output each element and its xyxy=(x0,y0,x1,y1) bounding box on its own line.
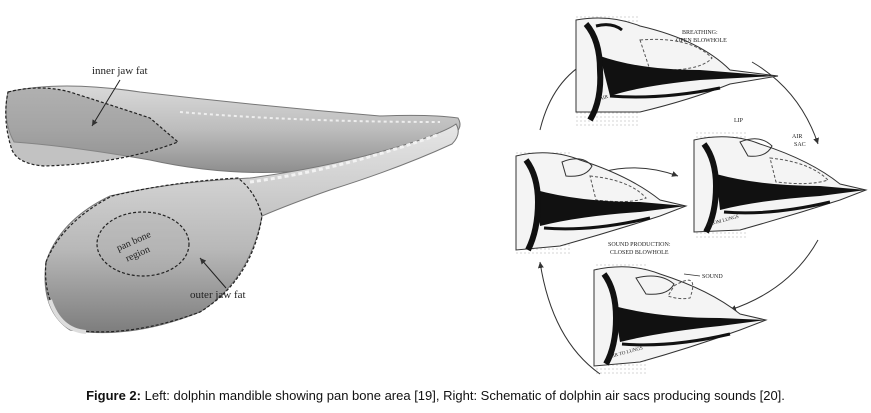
stage-sound-label-1: SOUND PRODUCTION: xyxy=(608,242,671,248)
stage-breathing-air-label: AIR xyxy=(599,95,609,102)
mandible-illustration: inner jaw fat pan bone region outer jaw … xyxy=(5,65,461,334)
stage-air-sac-lip-label: LIP xyxy=(734,118,744,124)
air-sac-cycle: BREATHING: OPEN BLOWHOLE AIR LIP AIR SAC… xyxy=(515,16,868,375)
outer-jaw-fat-label: outer jaw fat xyxy=(190,289,246,301)
pan-bone-region xyxy=(96,211,190,277)
inner-jaw-fat-region xyxy=(5,87,180,167)
stage-breathing: BREATHING: OPEN BLOWHOLE AIR xyxy=(575,16,779,126)
stage-transition xyxy=(515,150,688,256)
stage-air-sac-label-1: AIR xyxy=(792,134,802,140)
lower-mandible-branch xyxy=(44,123,459,334)
stage-air-sac: LIP AIR SAC FROM LUNGS xyxy=(693,118,868,238)
inner-jaw-fat-label: inner jaw fat xyxy=(92,65,148,77)
stage-sound-sound-label: SOUND xyxy=(702,274,723,280)
stage-breathing-label-1: BREATHING: xyxy=(682,30,718,36)
figure-caption-text: Left: dolphin mandible showing pan bone … xyxy=(141,388,785,403)
stage-breathing-label-2: OPEN BLOWHOLE xyxy=(676,38,727,44)
cycle-arrow-top-right xyxy=(751,61,819,145)
stage-sound-label-2: CLOSED BLOWHOLE xyxy=(610,250,669,256)
cycle-arrow-bottom-right xyxy=(729,239,819,311)
figure-caption: Figure 2: Left: dolphin mandible showing… xyxy=(0,388,871,403)
stage-air-sac-label-2: SAC xyxy=(794,142,806,148)
figure-caption-label: Figure 2: xyxy=(86,388,141,403)
stage-sound-production: SOUND PRODUCTION: CLOSED BLOWHOLE SOUND … xyxy=(593,242,768,374)
cycle-arrow-bottom-left xyxy=(537,261,601,375)
